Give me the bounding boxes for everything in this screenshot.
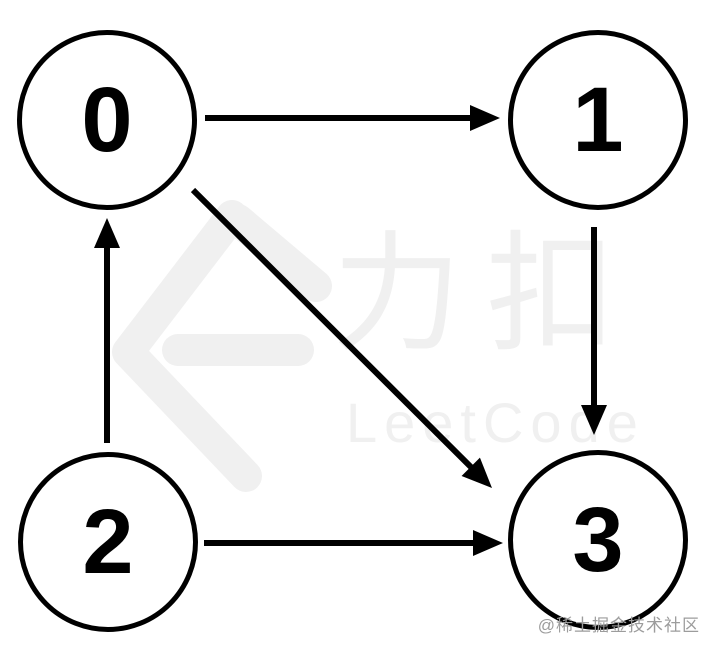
node-label-0: 0 <box>81 69 133 171</box>
edge-0-3 <box>190 187 492 488</box>
arrowhead-icon <box>470 105 500 131</box>
arrowhead-icon <box>581 405 607 435</box>
graph-node-3: 3 <box>508 450 688 630</box>
node-label-3: 3 <box>572 489 624 591</box>
arrowhead-icon <box>473 530 503 556</box>
edge-2-3 <box>204 530 503 556</box>
node-label-2: 2 <box>82 491 134 593</box>
arrowhead-icon <box>94 218 120 248</box>
credit-watermark: @稀土掘金技术社区 <box>537 616 700 635</box>
graph-node-1: 1 <box>508 30 688 210</box>
edge-layer <box>94 105 607 556</box>
edge-1-3 <box>581 227 607 435</box>
leetcode-logo-watermark-icon <box>112 200 332 492</box>
arrowhead-icon <box>461 457 492 488</box>
graph-node-2: 2 <box>18 452 198 632</box>
edge-0-1 <box>205 105 500 131</box>
edge-2-0 <box>94 218 120 443</box>
node-label-1: 1 <box>572 69 624 171</box>
graph-node-0: 0 <box>17 30 197 210</box>
leetcode-watermark-cn: 力扣 <box>332 221 641 367</box>
